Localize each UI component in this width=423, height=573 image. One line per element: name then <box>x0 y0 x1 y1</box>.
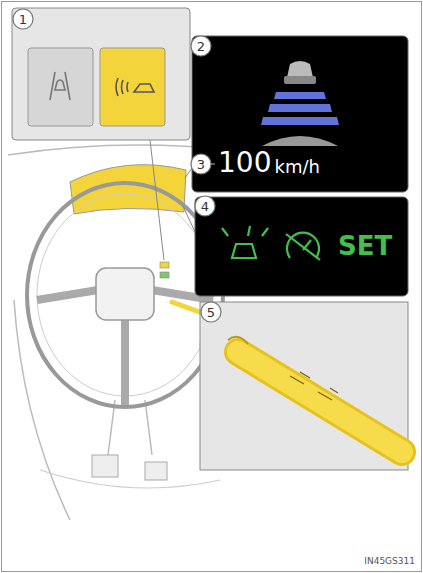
callout-number: 2 <box>197 40 205 53</box>
speed-unit: km/h <box>274 158 319 176</box>
callout-number: 5 <box>207 306 215 319</box>
callout-number: 4 <box>201 200 209 213</box>
callout-number: 3 <box>197 158 205 171</box>
figure-code: IN45GS311 <box>364 557 415 566</box>
speed-value: 100 <box>218 149 271 177</box>
callout-number: 1 <box>19 13 27 26</box>
set-indicator: SET <box>338 233 392 259</box>
